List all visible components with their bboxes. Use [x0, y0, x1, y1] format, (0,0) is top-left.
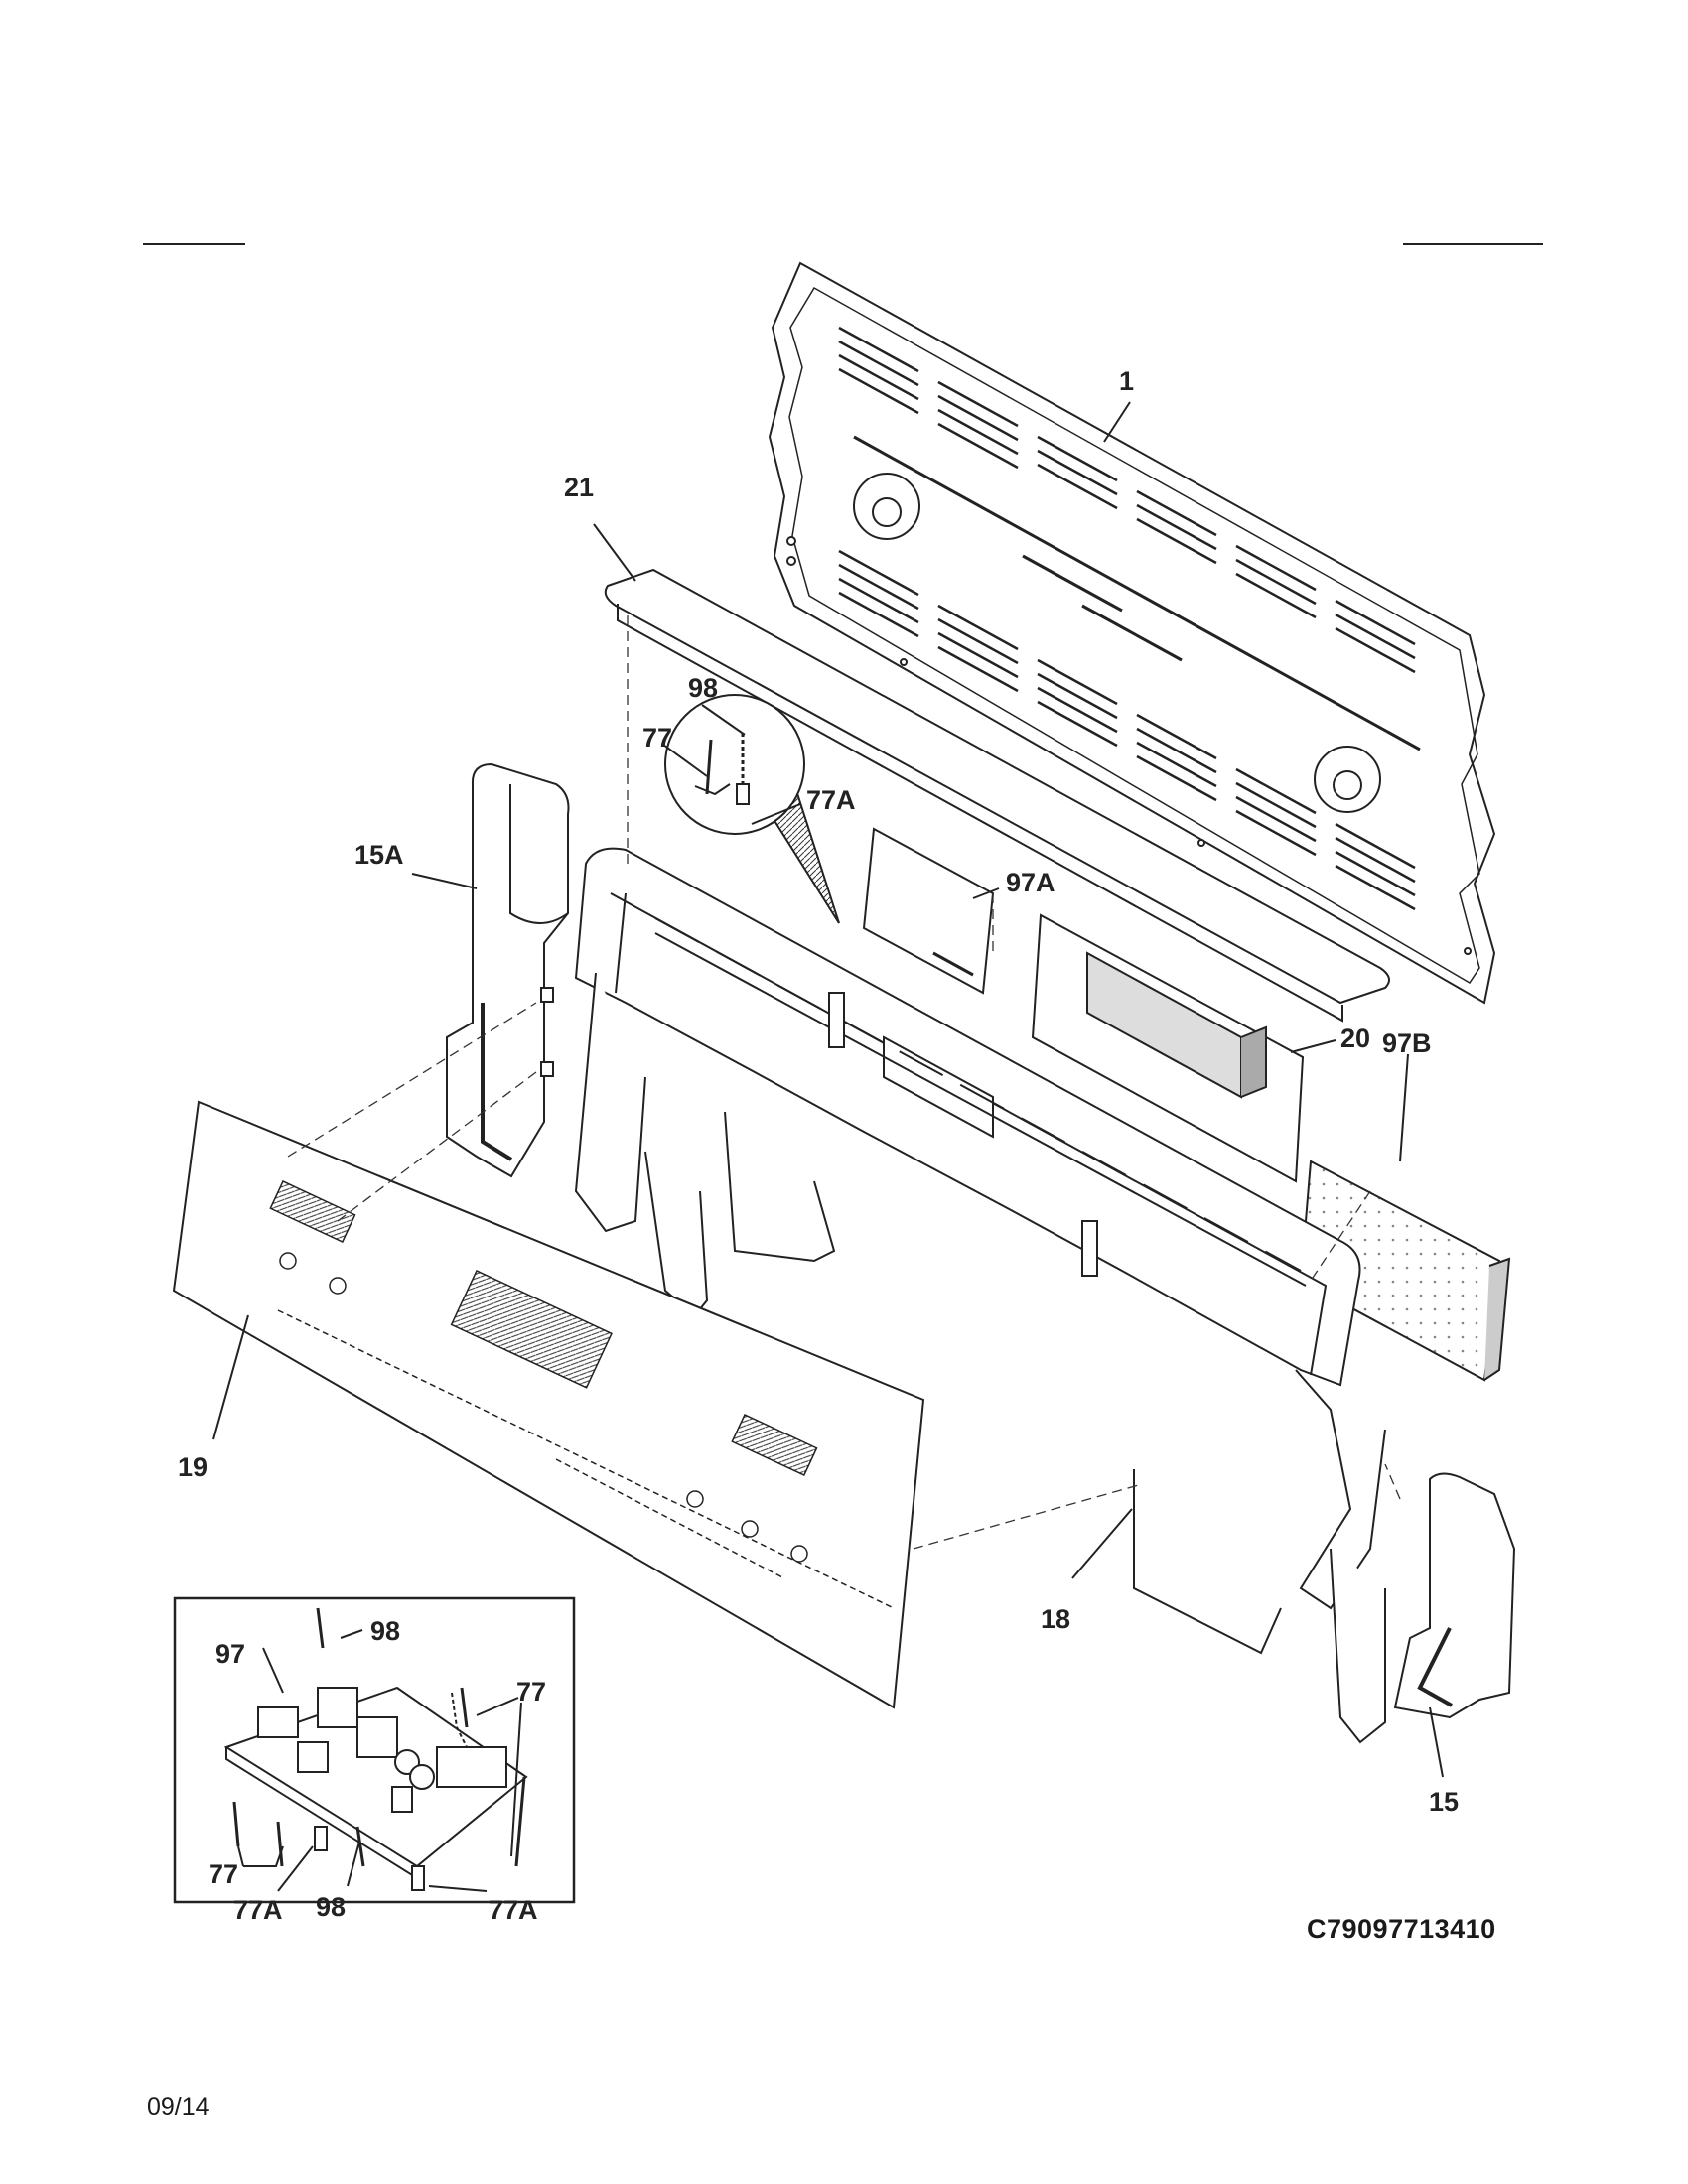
inset-callout-77-right: 77 — [516, 1677, 546, 1706]
relay-board-right — [1299, 1160, 1511, 1382]
inset-callout-98-top: 98 — [370, 1616, 400, 1646]
callout-97b: 97B — [1382, 1028, 1432, 1058]
right-end-cap — [1393, 1472, 1516, 1719]
header-rule-left — [143, 243, 245, 245]
callout-20: 20 — [1340, 1024, 1370, 1053]
inset-callout-77a-right: 77A — [489, 1895, 538, 1925]
callout-15: 15 — [1429, 1787, 1459, 1817]
inset-callout-97: 97 — [215, 1639, 245, 1669]
callout-18: 18 — [1041, 1604, 1070, 1634]
header-rule-right — [1403, 243, 1543, 245]
callout-labels: 1 21 98 77 77A 15A 97A 20 97B 19 18 15 9… — [178, 366, 1459, 1925]
callout-15a: 15A — [354, 840, 404, 870]
small-control-board — [862, 827, 995, 995]
callout-21: 21 — [564, 473, 594, 502]
callout-77-detail: 77 — [642, 723, 672, 752]
diagram-code: C79097713410 — [1307, 1914, 1496, 1944]
rear-vent-panel — [768, 261, 1496, 1005]
revision-date: 09/14 — [147, 2093, 210, 2120]
callout-1: 1 — [1119, 366, 1134, 396]
callout-77a-detail: 77A — [806, 785, 856, 815]
left-end-cap — [446, 762, 570, 1178]
inset-detail-box — [173, 1596, 576, 1904]
control-panel-overlay — [172, 1100, 925, 1709]
detail-magnifier — [664, 694, 840, 924]
inset-callout-77a-left: 77A — [233, 1895, 283, 1925]
display-board — [1031, 913, 1305, 1183]
callout-97a: 97A — [1006, 868, 1055, 897]
callout-19: 19 — [178, 1452, 208, 1482]
inset-callout-98-bottom: 98 — [316, 1892, 346, 1922]
callout-98-detail: 98 — [688, 673, 718, 703]
top-trim — [604, 568, 1390, 1023]
inset-callout-77-left: 77 — [209, 1859, 238, 1889]
alignment-lines — [287, 615, 1401, 1550]
console-frame — [574, 847, 1386, 1744]
leader-lines — [212, 401, 1444, 1892]
